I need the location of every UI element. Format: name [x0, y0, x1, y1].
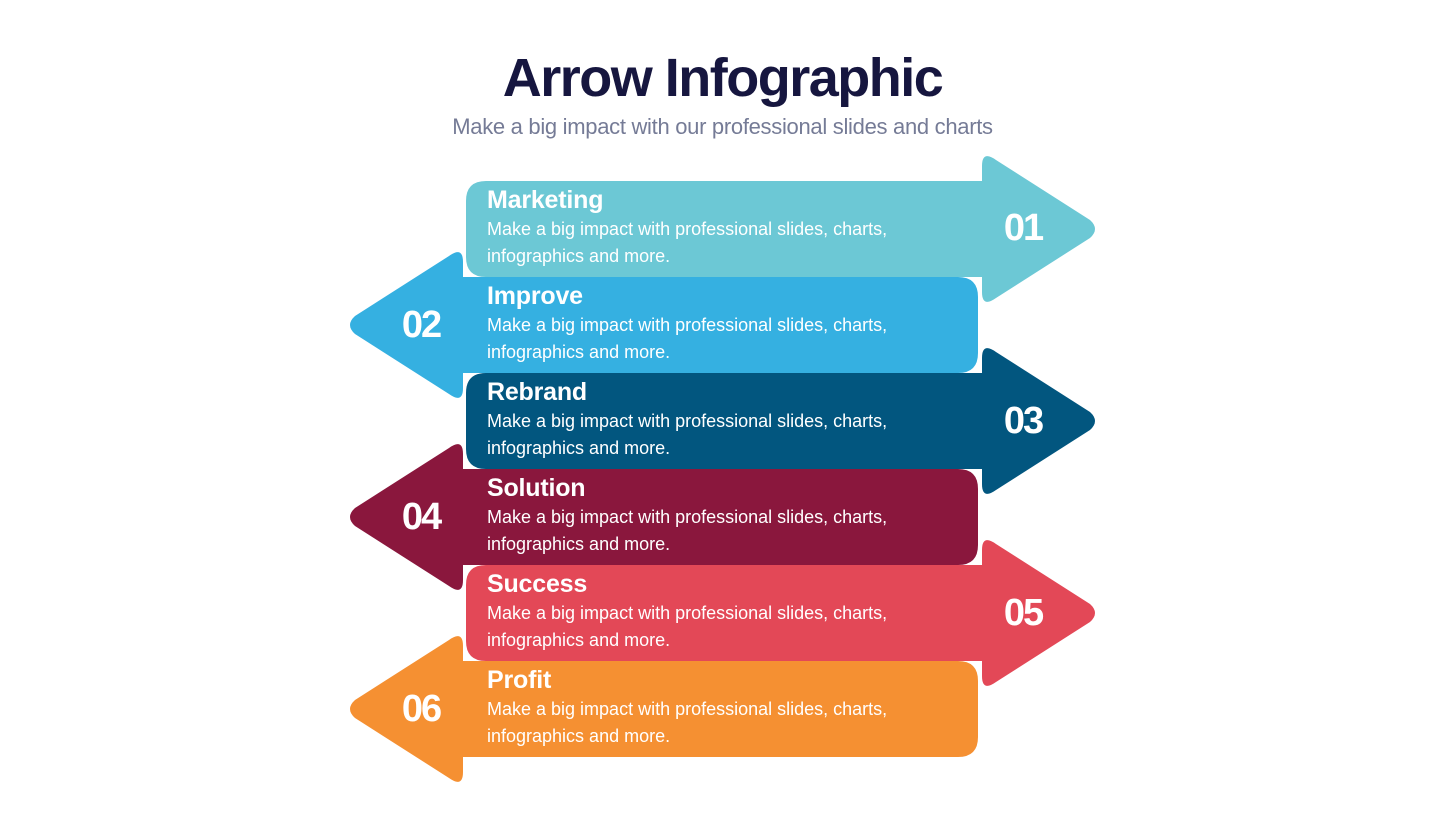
- step-title: Improve: [487, 282, 583, 310]
- step-03: Rebrand Make a big impact with professio…: [487, 377, 957, 462]
- step-title: Marketing: [487, 186, 604, 214]
- step-number-02: 02: [401, 304, 442, 346]
- step-number-06: 06: [401, 688, 442, 730]
- step-description: Make a big impact with professional slid…: [487, 315, 888, 362]
- step-number-04: 04: [401, 496, 442, 538]
- step-number-03: 03: [1003, 400, 1044, 442]
- step-title: Profit: [487, 666, 552, 694]
- step-04: Solution Make a big impact with professi…: [487, 473, 957, 558]
- arrow-shape-04: [350, 444, 978, 590]
- step-description: Make a big impact with professional slid…: [487, 603, 888, 650]
- arrow-shape-01: [466, 156, 1095, 302]
- step-description: Make a big impact with professional slid…: [487, 219, 888, 266]
- arrow-shape-06: [350, 636, 978, 782]
- step-02: Improve Make a big impact with professio…: [487, 281, 957, 366]
- step-description: Make a big impact with professional slid…: [487, 411, 888, 458]
- arrow-shape-05: [466, 540, 1095, 686]
- page-title: Arrow Infographic: [502, 48, 944, 108]
- step-title: Rebrand: [487, 378, 588, 406]
- page-subtitle: Make a big impact with our professional …: [452, 114, 993, 139]
- arrow-shape-02: [350, 252, 978, 398]
- step-title: Solution: [487, 474, 586, 502]
- step-description: Make a big impact with professional slid…: [487, 507, 888, 554]
- step-number-01: 01: [1003, 207, 1044, 249]
- arrow-shape-03: [466, 348, 1095, 494]
- step-number-05: 05: [1003, 592, 1044, 634]
- step-05: Success Make a big impact with professio…: [487, 569, 957, 654]
- step-description: Make a big impact with professional slid…: [487, 699, 888, 746]
- step-06: Profit Make a big impact with profession…: [487, 665, 957, 750]
- step-title: Success: [487, 570, 588, 598]
- step-01: Marketing Make a big impact with profess…: [487, 185, 957, 270]
